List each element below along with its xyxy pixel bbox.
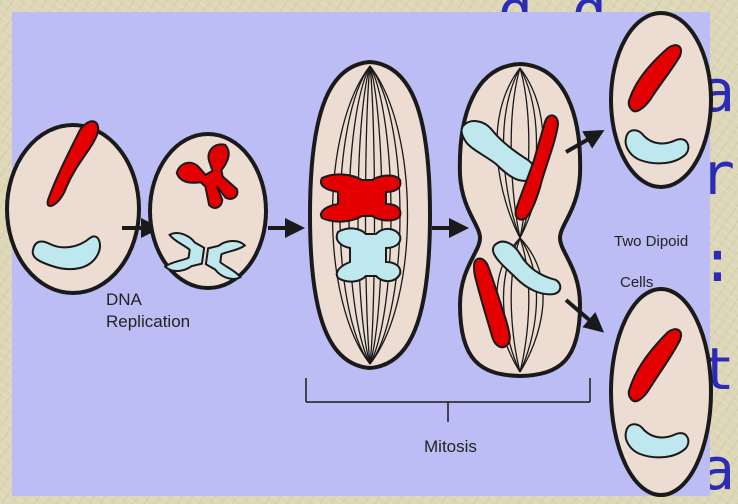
cell-2 bbox=[150, 134, 266, 288]
two-diploid-cells-label: Two Dipoid bbox=[614, 233, 688, 250]
mitosis-bracket bbox=[306, 378, 590, 422]
cell-4-anaphase bbox=[460, 64, 580, 376]
daughter-cell-top bbox=[611, 13, 711, 187]
daughter-cell-bottom bbox=[611, 289, 711, 495]
cell-3-metaphase bbox=[310, 62, 430, 368]
two-diploid-cells-label: Cells bbox=[620, 274, 653, 291]
mitosis-label: Mitosis bbox=[424, 437, 477, 456]
dna-replication-label: DNA bbox=[106, 290, 143, 309]
dna-replication-label: Replication bbox=[106, 312, 190, 331]
cell-1 bbox=[7, 121, 139, 293]
